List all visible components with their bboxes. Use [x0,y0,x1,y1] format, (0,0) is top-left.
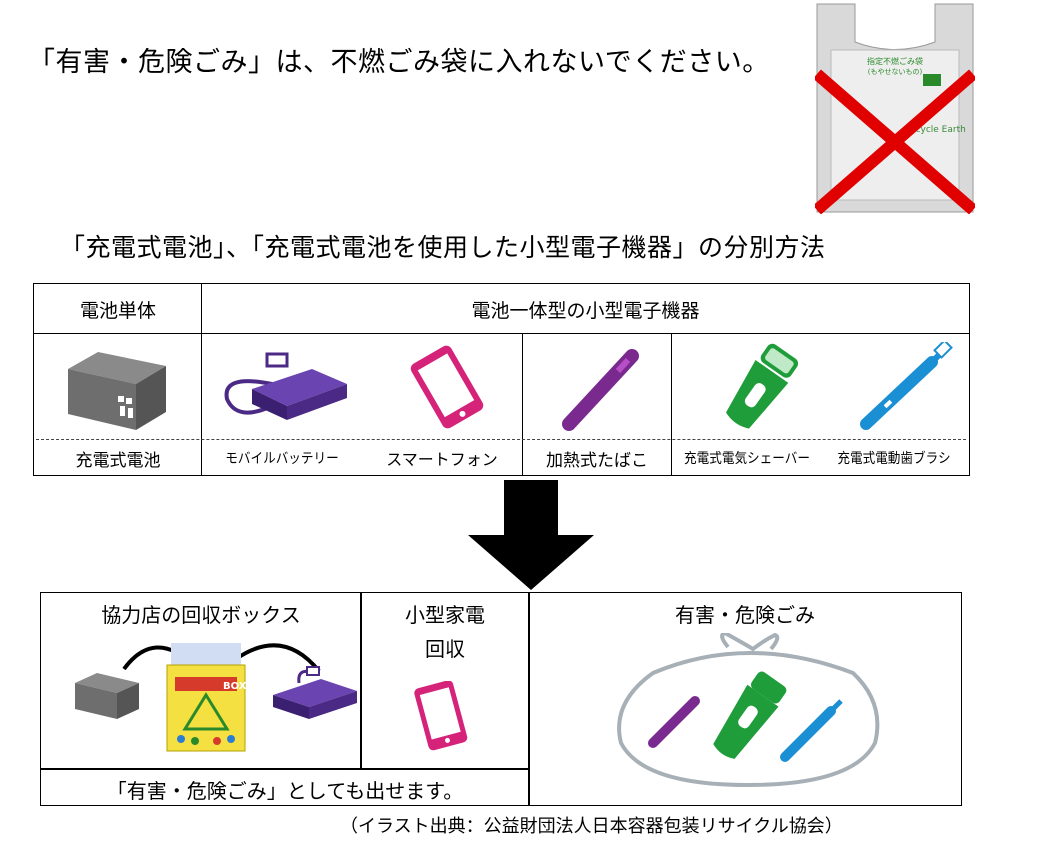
cross-line-2 [815,69,975,214]
battery-classification-table: 電池単体 電池一体型の小型電子機器 [33,283,970,476]
appliance-title-line2: 回収 [425,637,465,661]
mobile-battery-icon [212,344,352,424]
heated-tobacco-icon [554,344,644,434]
label-heated-tobacco: 加熱式たばこ [546,450,648,471]
store-box-title: 協力店の回収ボックス [101,603,301,627]
bag-recycle-text: Recycle Earth [904,125,966,135]
bag-label-line1: 指定不燃ごみ袋 [867,56,923,66]
electric-toothbrush-icon [854,342,954,432]
label-electric-shaver: 充電式電気シェーバー [684,451,810,467]
label-mobile-battery: モバイルバッテリー [225,451,339,467]
collection-box-illustration: BOX [69,633,359,758]
hazardous-garbage-panel: 有害・危険ごみ [528,592,962,806]
also-dispose-note-panel: 「有害・危険ごみ」としても出せます。 [40,768,530,806]
rechargeable-battery-icon [58,344,173,434]
electric-shaver-icon [711,340,811,434]
hazardous-title: 有害・危険ごみ [675,603,815,627]
header-integrated-devices: 電池一体型の小型電子機器 [471,299,700,322]
illustration-credit: （イラスト出典：公益財団法人日本容器包装リサイクル協会） [340,816,843,837]
label-smartphone: スマートフォン [386,450,498,469]
down-arrow-icon [466,480,596,592]
appliance-smartphone-icon [407,681,477,751]
bag-label-line2: (もやせないもの) [868,68,923,76]
appliance-title-line1: 小型家電 [405,603,485,627]
store-collection-box-panel: 協力店の回収ボックス BOX [40,592,362,770]
also-dispose-note: 「有害・危険ごみ」としても出せます。 [106,779,464,803]
headline: 「有害・危険ごみ」は、不燃ごみ袋に入れないでください。 [28,47,770,78]
small-appliance-collection-panel: 小型家電 回収 [360,592,530,770]
hazardous-bag-illustration [613,633,883,793]
header-battery-only: 電池単体 [79,299,156,322]
box-label: BOX [223,681,247,692]
label-rechargeable-battery: 充電式電池 [75,450,161,471]
non-burnable-bag-image: 指定不燃ごみ袋 (もやせないもの) Recycle Earth [815,2,975,214]
smartphone-icon [402,342,492,432]
label-electric-toothbrush: 充電式電動歯ブラシ [837,451,951,467]
sorting-method-title: 「充電式電池」、「充電式電池を使用した小型電子機器」の分別方法 [60,233,826,262]
